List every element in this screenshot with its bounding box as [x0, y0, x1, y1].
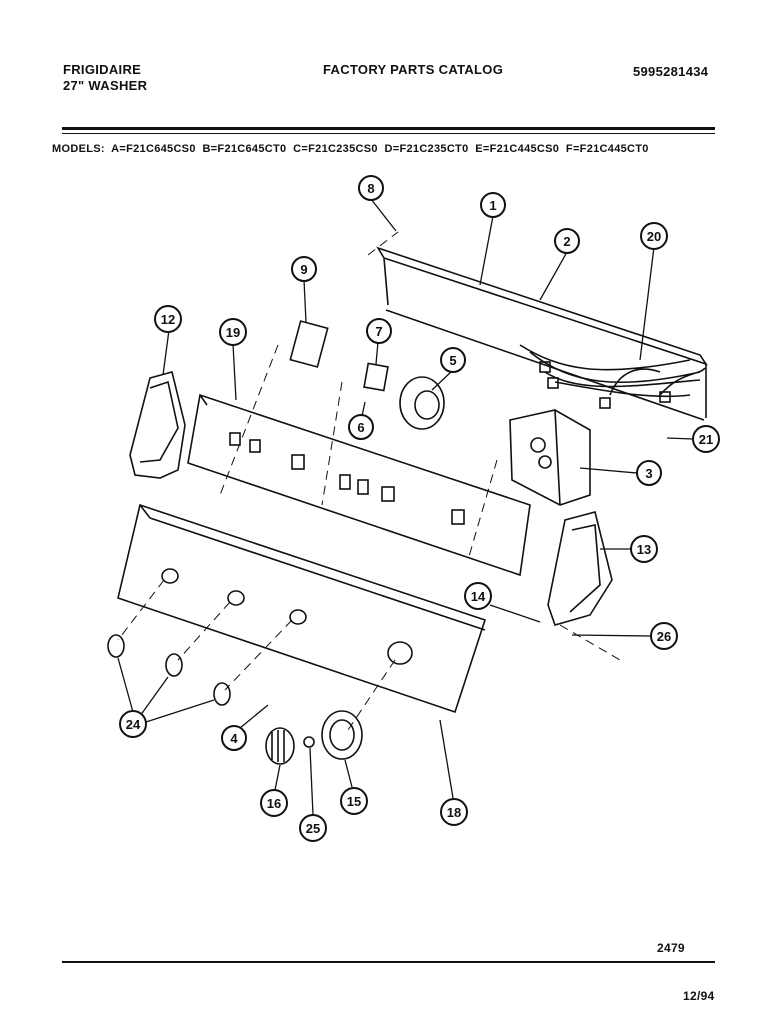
callout-26: 26 — [650, 622, 678, 650]
svg-text:12: 12 — [161, 312, 175, 327]
svg-text:24: 24 — [126, 717, 141, 732]
callout-20: 20 — [640, 222, 668, 250]
svg-text:14: 14 — [471, 589, 486, 604]
svg-text:26: 26 — [657, 629, 671, 644]
callout-3: 3 — [636, 460, 662, 486]
part-16-timer-knob — [265, 727, 295, 765]
svg-text:7: 7 — [375, 324, 382, 339]
part-13-end-cap-right — [547, 511, 621, 661]
part-3-timer — [467, 409, 591, 561]
svg-text:18: 18 — [447, 805, 461, 820]
callout-5: 5 — [440, 347, 466, 373]
catalog-title: FACTORY PARTS CATALOG — [323, 62, 504, 77]
part-9-switch — [219, 320, 329, 496]
callout-13: 13 — [630, 535, 658, 563]
svg-text:25: 25 — [306, 821, 320, 836]
callout-21: 21 — [692, 425, 720, 453]
callout-2: 2 — [554, 228, 580, 254]
callout-1: 1 — [480, 192, 506, 218]
svg-text:5: 5 — [449, 353, 456, 368]
part-24-knobs — [107, 634, 231, 706]
callout-19: 19 — [219, 318, 247, 346]
svg-text:15: 15 — [347, 794, 361, 809]
part-20-wire-harness — [519, 344, 706, 409]
part-15-dial — [321, 710, 363, 760]
callout-6: 6 — [348, 414, 374, 440]
svg-text:13: 13 — [637, 542, 651, 557]
svg-text:21: 21 — [699, 432, 713, 447]
svg-text:20: 20 — [647, 229, 661, 244]
svg-text:1: 1 — [489, 198, 496, 213]
svg-text:2: 2 — [563, 234, 570, 249]
part-5-pressure-switch — [399, 376, 445, 430]
callout-16: 16 — [260, 789, 288, 817]
header-rule-top — [62, 127, 715, 130]
callout-15: 15 — [340, 787, 368, 815]
catalog-date: 12/94 — [683, 989, 715, 1003]
part-19-console-backsplash — [187, 393, 531, 577]
part-7-switch — [321, 362, 389, 506]
models-line: MODELS: A=F21C645CS0 B=F21C645CT0 C=F21C… — [52, 143, 649, 155]
part-25-washer-clip — [303, 736, 315, 748]
callout-25: 25 — [299, 814, 327, 842]
callout-9: 9 — [291, 256, 317, 282]
callout-14: 14 — [464, 582, 492, 610]
brand-label: FRIGIDAIRE — [63, 62, 142, 77]
callout-7: 7 — [366, 318, 392, 344]
svg-text:4: 4 — [230, 731, 238, 746]
callout-24: 24 — [119, 710, 147, 738]
callout-18: 18 — [440, 798, 468, 826]
header-rule-bottom — [62, 133, 715, 134]
svg-text:8: 8 — [367, 181, 374, 196]
svg-text:9: 9 — [300, 262, 307, 277]
part-12-end-cap-left — [129, 371, 186, 479]
callout-12: 12 — [154, 305, 182, 333]
catalog-number: 5995281434 — [633, 64, 709, 79]
diagram-number: 2479 — [657, 941, 685, 955]
leader-lines — [117, 198, 694, 816]
callout-4: 4 — [221, 725, 247, 751]
footer-rule — [62, 961, 715, 963]
part-console-front-panel — [117, 503, 487, 731]
product-label: 27" WASHER — [63, 78, 148, 93]
callout-8: 8 — [358, 175, 384, 201]
svg-text:16: 16 — [267, 796, 281, 811]
svg-text:19: 19 — [226, 325, 240, 340]
svg-text:6: 6 — [357, 420, 364, 435]
svg-text:3: 3 — [645, 466, 652, 481]
part-1-control-panel-rear-bracket — [367, 231, 708, 421]
